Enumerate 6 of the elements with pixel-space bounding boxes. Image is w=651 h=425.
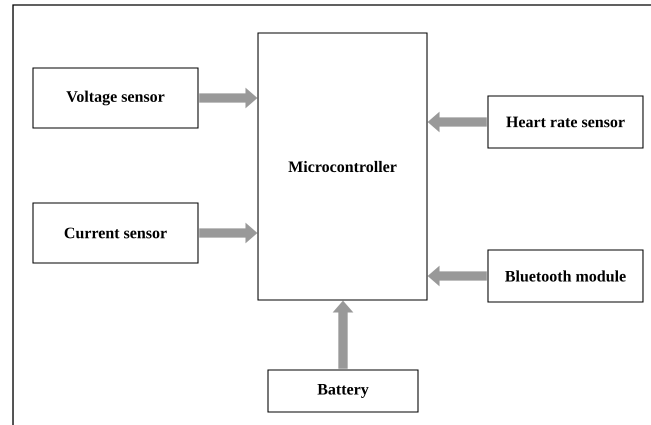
block-box: Microcontroller bbox=[257, 32, 428, 301]
block-box: Bluetooth module bbox=[487, 249, 644, 303]
block-box: Voltage sensor bbox=[32, 67, 199, 129]
block-box: Battery bbox=[267, 369, 419, 413]
block-box: Current sensor bbox=[32, 202, 199, 264]
block-box: Heart rate sensor bbox=[487, 95, 644, 149]
